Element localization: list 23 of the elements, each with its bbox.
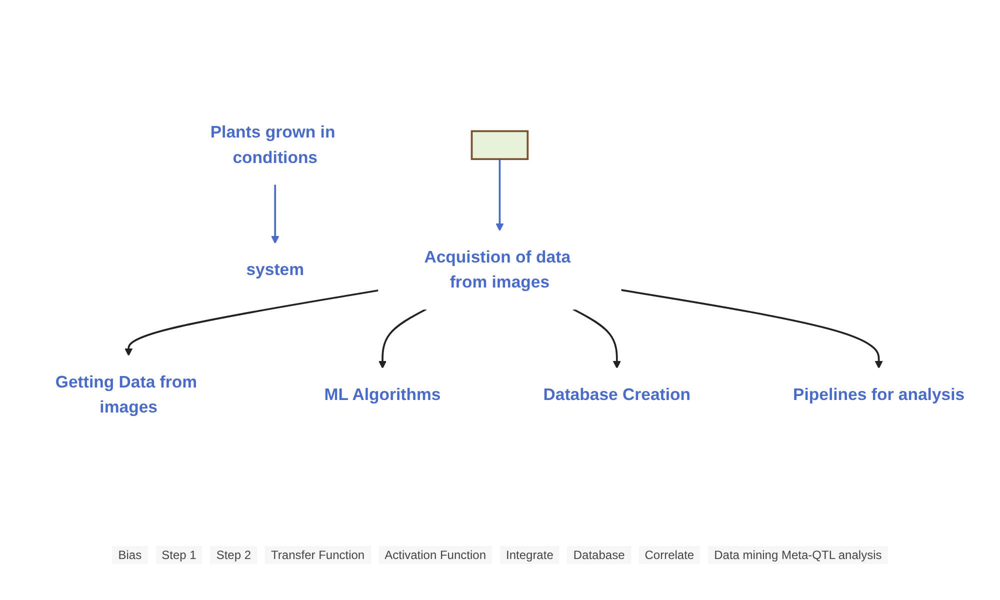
figure-label: Correlate [638, 546, 700, 564]
node-text: Getting Data from images [55, 372, 198, 416]
figure-label: Activation Function [378, 546, 492, 564]
arrow [572, 308, 621, 369]
figure-label: Data mining Meta-QTL analysis [708, 546, 888, 564]
arrow [620, 289, 883, 369]
node-text: Database Creation [543, 385, 691, 404]
figure-label: Step 1 [156, 546, 202, 564]
node-box [470, 130, 529, 160]
figure-label: Database [567, 546, 631, 564]
figure-label: Transfer Function [265, 546, 371, 564]
node-text: Pipelines for analysis [793, 385, 965, 404]
node-text: Plants grown in conditions [210, 122, 336, 167]
figure-label: Bias [112, 546, 148, 564]
node-text: Acquistion of data from images [424, 248, 571, 292]
figure-label: Step 2 [210, 546, 258, 564]
arrow [496, 159, 504, 232]
arrow [271, 184, 280, 244]
arrow [124, 289, 379, 356]
node-text: system [246, 260, 304, 279]
figure-label: Integrate [500, 546, 560, 564]
arrow [378, 308, 427, 369]
node-text: ML Algorithms [324, 385, 441, 404]
